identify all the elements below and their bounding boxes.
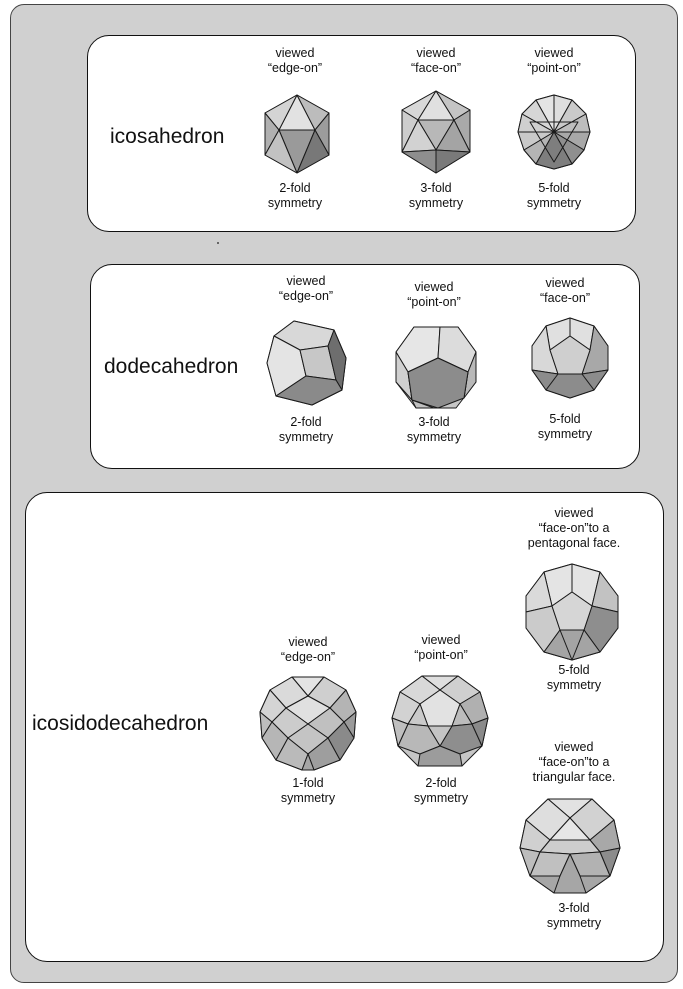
- icosahedron-edge-on-icon: [264, 94, 330, 174]
- stray-dot: [217, 242, 219, 244]
- view-label: viewed“point-on”: [527, 46, 581, 75]
- dodecahedron-title: dodecahedron: [104, 355, 239, 378]
- view-label: viewed“point-on”: [414, 633, 468, 662]
- icosidodecahedron-edge-on-icon: [259, 676, 357, 771]
- view-label: viewed“edge-on”: [280, 635, 336, 664]
- icosahedron-face-on-icon: [401, 90, 471, 174]
- icosahedron-title: icosahedron: [110, 125, 225, 148]
- icosidodecahedron-title: icosidodecahedron: [32, 712, 209, 735]
- icosahedron-point-on-icon: [517, 94, 591, 170]
- icosidodecahedron-point-on-icon: [391, 675, 489, 767]
- icosidodecahedron-pentagonal-face-icon: [525, 563, 619, 661]
- view-label: viewed“edge-on”: [267, 46, 323, 75]
- dodecahedron-point-on-icon: [395, 326, 477, 409]
- dodecahedron-face-on-icon: [531, 317, 609, 399]
- view-label: viewed“point-on”: [407, 280, 461, 309]
- dodecahedron-edge-on-icon: [266, 320, 347, 406]
- view-label: viewed“edge-on”: [278, 274, 334, 303]
- view-label: viewed“face-on”: [539, 276, 591, 305]
- view-label: viewed“face-on”: [410, 46, 462, 75]
- icosidodecahedron-triangular-face-icon: [519, 798, 621, 894]
